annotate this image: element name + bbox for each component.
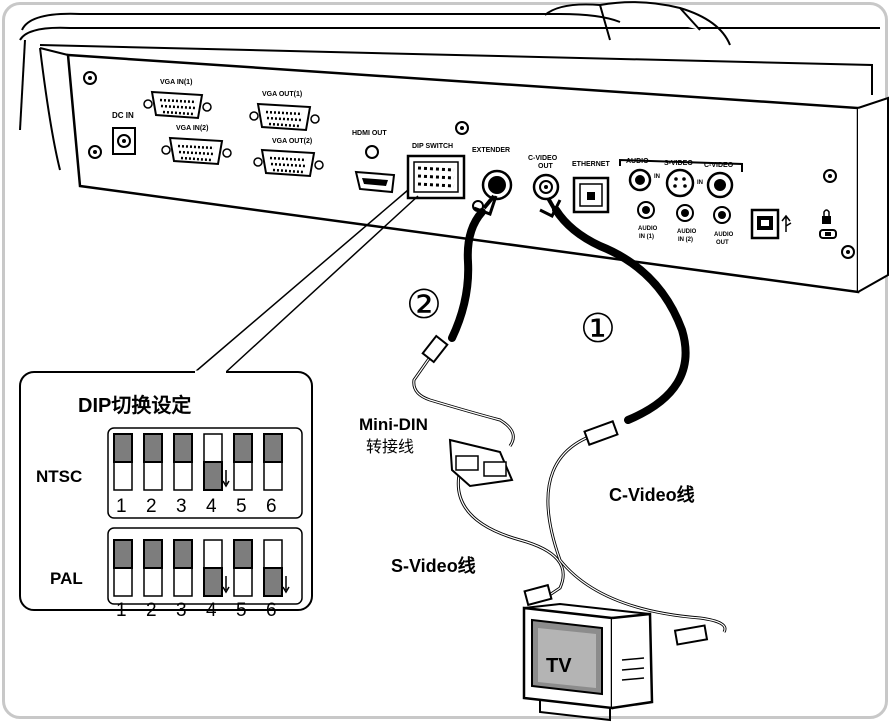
audio-in1-label-b: IN (1) <box>639 234 654 240</box>
ntsc-switch-number: 2 <box>146 496 157 517</box>
vga-out2-port <box>253 148 324 178</box>
screw-icon <box>823 169 837 183</box>
c-video-cable <box>539 197 727 646</box>
hdmi-out-label: HDMI OUT <box>352 130 387 137</box>
c-video-in-label: IN <box>697 180 703 186</box>
pal-switch-number: 2 <box>146 600 157 621</box>
vga-out2-label: VGA OUT(2) <box>272 138 312 145</box>
ntsc-switch-number: 1 <box>116 496 127 517</box>
audio-in-port <box>628 168 652 192</box>
pal-switch-number: 6 <box>266 600 277 621</box>
down-arrow-icon <box>222 470 230 488</box>
vga-in1-port <box>143 90 212 120</box>
pal-switch-number: 3 <box>176 600 187 621</box>
ntsc-switch-number: 4 <box>206 496 217 517</box>
tv-icon <box>522 602 654 722</box>
pal-label: PAL <box>50 569 83 588</box>
pal-switch-4 <box>203 539 230 597</box>
step-one-marker: ① <box>580 306 616 352</box>
c-video-out-label-2: OUT <box>538 163 554 170</box>
pal-switch-6 <box>263 539 290 597</box>
ntsc-switch-4 <box>203 433 230 491</box>
audio-in2-jack <box>676 204 694 222</box>
audio-in2-label-b: IN (2) <box>678 237 693 243</box>
screw-icon <box>841 245 855 259</box>
s-video-in-port <box>665 168 695 198</box>
ntsc-switch-number: 6 <box>266 496 277 517</box>
extender-label: EXTENDER <box>472 147 510 154</box>
pal-switch-1 <box>113 539 133 597</box>
c-video-cable-label: C-Video线 <box>609 484 695 505</box>
vga-out1-label: VGA OUT(1) <box>262 91 302 98</box>
dip-callout-lines <box>194 189 419 373</box>
c-video-in-port <box>706 171 734 199</box>
screw-icon <box>455 121 469 135</box>
tv-label: TV <box>546 655 572 677</box>
audio-group-label: AUDIO <box>626 158 649 165</box>
pal-switch-number: 4 <box>206 600 217 621</box>
dip-switch-label: DIP SWITCH <box>412 143 453 150</box>
vga-in2-label: VGA IN(2) <box>176 125 208 132</box>
vga-in1-label: VGA IN(1) <box>160 79 192 86</box>
usb-port <box>750 208 780 240</box>
ntsc-switch-number: 5 <box>236 496 247 517</box>
device-rear-panel: DC IN VGA IN(1) VGA IN(2) VGA OUT(1) <box>19 1 889 294</box>
dip-switch-block <box>406 154 466 200</box>
down-arrow-icon <box>222 576 230 594</box>
pal-switch-number: 1 <box>116 600 127 621</box>
c-video-out-port <box>532 173 560 201</box>
c-video-group-label: C-VIDEO <box>704 162 734 169</box>
s-video-in-label: IN <box>654 174 660 180</box>
lock-icon <box>822 209 831 224</box>
audio-out-label-a: AUDIO <box>714 232 734 238</box>
pal-switch-2 <box>143 539 163 597</box>
s-video-cable <box>412 194 565 607</box>
ntsc-switch-5 <box>233 433 253 491</box>
ntsc-switch-1 <box>113 433 133 491</box>
usb-icon <box>781 214 792 232</box>
step-two-marker: ② <box>406 282 442 328</box>
c-video-out-label-1: C-VIDEO <box>528 155 558 162</box>
down-arrow-icon <box>282 576 290 594</box>
mini-din-label: Mini-DIN <box>359 415 428 434</box>
audio-out-jack <box>713 206 731 224</box>
pal-switch-5 <box>233 539 253 597</box>
ntsc-switch-2 <box>143 433 163 491</box>
mini-din-adapter-label: 转接线 <box>366 437 414 456</box>
dc-in-label: DC IN <box>112 111 134 120</box>
extender-port <box>472 169 513 212</box>
audio-in1-label-a: AUDIO <box>638 226 658 232</box>
s-video-cable-label: S-Video线 <box>391 555 476 576</box>
audio-out-label-b: OUT <box>716 240 729 246</box>
screw-icon <box>88 145 102 159</box>
ntsc-switch-number: 3 <box>176 496 187 517</box>
vga-out1-port <box>249 102 320 132</box>
pal-switch-3 <box>173 539 193 597</box>
audio-in2-label-a: AUDIO <box>677 229 697 235</box>
ethernet-port <box>572 176 610 214</box>
audio-in1-jack <box>637 201 655 219</box>
pal-switch-number: 5 <box>236 600 247 621</box>
ethernet-label: ETHERNET <box>572 161 610 168</box>
ntsc-label: NTSC <box>36 467 82 486</box>
vga-in2-port <box>161 136 232 166</box>
ntsc-switch-6 <box>263 433 283 491</box>
security-slot <box>819 229 837 239</box>
ntsc-switch-3 <box>173 433 193 491</box>
screw-icon <box>83 71 97 85</box>
s-video-group-label: S-VIDEO <box>664 160 693 167</box>
dip-panel-title: DIP切换设定 <box>78 393 191 417</box>
